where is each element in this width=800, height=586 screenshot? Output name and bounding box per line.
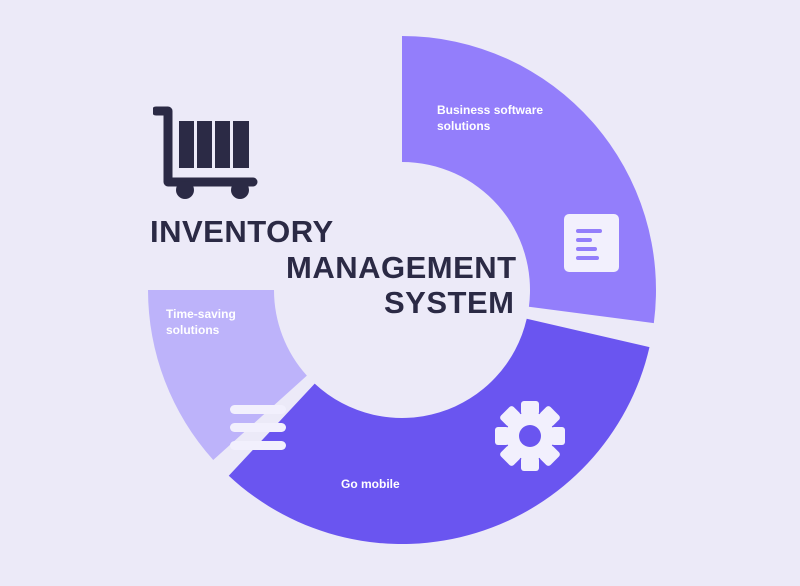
title-line-1: INVENTORY [150,214,334,249]
segment-label-time: Time-saving solutions [166,307,236,337]
segment-label-line: solutions [437,119,491,133]
shopping-cart-icon [153,106,258,199]
segment-label-business: Business software solutions [437,103,543,133]
segment-label-line: Time-saving [166,307,236,321]
title-line-2: MANAGEMENT [286,250,517,285]
segment-label-line: Business software [437,103,543,117]
segment-label-mobile: Go mobile [341,477,400,491]
segment-time [148,290,307,460]
segment-mobile [228,318,650,544]
segment-label-line: solutions [166,323,220,337]
menu-lines-icon [230,405,286,450]
gear-icon [495,401,565,471]
segment-label-line: Go mobile [341,477,400,491]
title-line-3: SYSTEM [384,285,515,320]
document-icon [564,214,619,272]
